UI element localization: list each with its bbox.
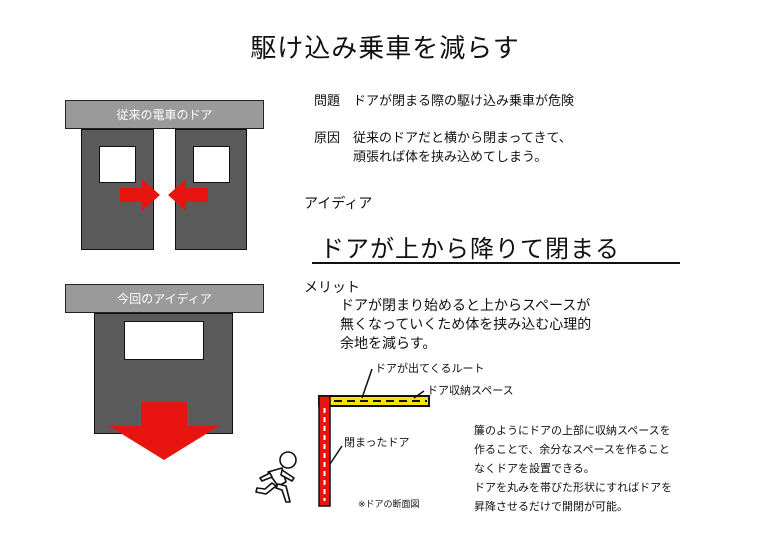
idea-door-header: 今回のアイディア bbox=[65, 284, 264, 313]
explanation-line-1: 簾のようにドアの上部に収納スペースを bbox=[474, 424, 671, 437]
problem-label: 問題 bbox=[314, 94, 341, 109]
merit-heading: メリット bbox=[304, 280, 360, 296]
idea-underline bbox=[312, 262, 680, 264]
left-door-window bbox=[99, 146, 136, 183]
down-arrow-icon bbox=[109, 402, 219, 460]
explanation-line-3: なくドアを設置できる。 bbox=[474, 462, 595, 475]
right-door-window bbox=[193, 146, 230, 183]
cause-line-1: 従来のドアだと横から閉まってきて、 bbox=[353, 131, 572, 146]
arrow-left-icon bbox=[168, 179, 208, 211]
diagram-caption: ※ドアの断面図 bbox=[358, 500, 420, 510]
door-cross-section-diagram bbox=[318, 368, 430, 507]
idea-door-window bbox=[124, 321, 204, 360]
storage-label: ドア収納スペース bbox=[427, 384, 514, 397]
route-label: ドアが出てくるルート bbox=[375, 362, 485, 375]
cause-label: 原因 bbox=[314, 131, 341, 146]
closing-arrows-icon bbox=[120, 179, 208, 211]
closed-door-shape bbox=[318, 395, 331, 507]
explanation-line-5: 昇降させるだけで開閉が可能。 bbox=[474, 500, 628, 513]
page-title: 駆け込み乗車を減らす bbox=[250, 34, 520, 64]
arrow-right-icon bbox=[120, 179, 160, 211]
idea-main-text: ドアが上から降りて閉まる bbox=[320, 235, 620, 263]
merit-line-2: 無くなっていくため体を挟み込む心理的 bbox=[340, 317, 592, 333]
merit-line-3: 余地を減らす。 bbox=[340, 336, 437, 352]
explanation-line-2: 作ることで、余分なスペースを作ること bbox=[474, 443, 670, 456]
merit-line-1: ドアが閉まり始めると上からスペースが bbox=[340, 298, 591, 314]
explanation-line-4: ドアを丸みを帯びた形状にすればドアを bbox=[474, 481, 673, 494]
running-person-icon bbox=[255, 451, 297, 503]
problem-text: ドアが閉まる際の駆け込み乗車が危険 bbox=[353, 94, 575, 109]
cause-line-2: 頑張れば体を挟み込めてしまう。 bbox=[353, 150, 548, 165]
conventional-door-header: 従来の電車のドア bbox=[65, 100, 264, 129]
idea-heading: アイディア bbox=[304, 196, 373, 212]
closed-door-label: 閉まったドア bbox=[344, 436, 410, 449]
